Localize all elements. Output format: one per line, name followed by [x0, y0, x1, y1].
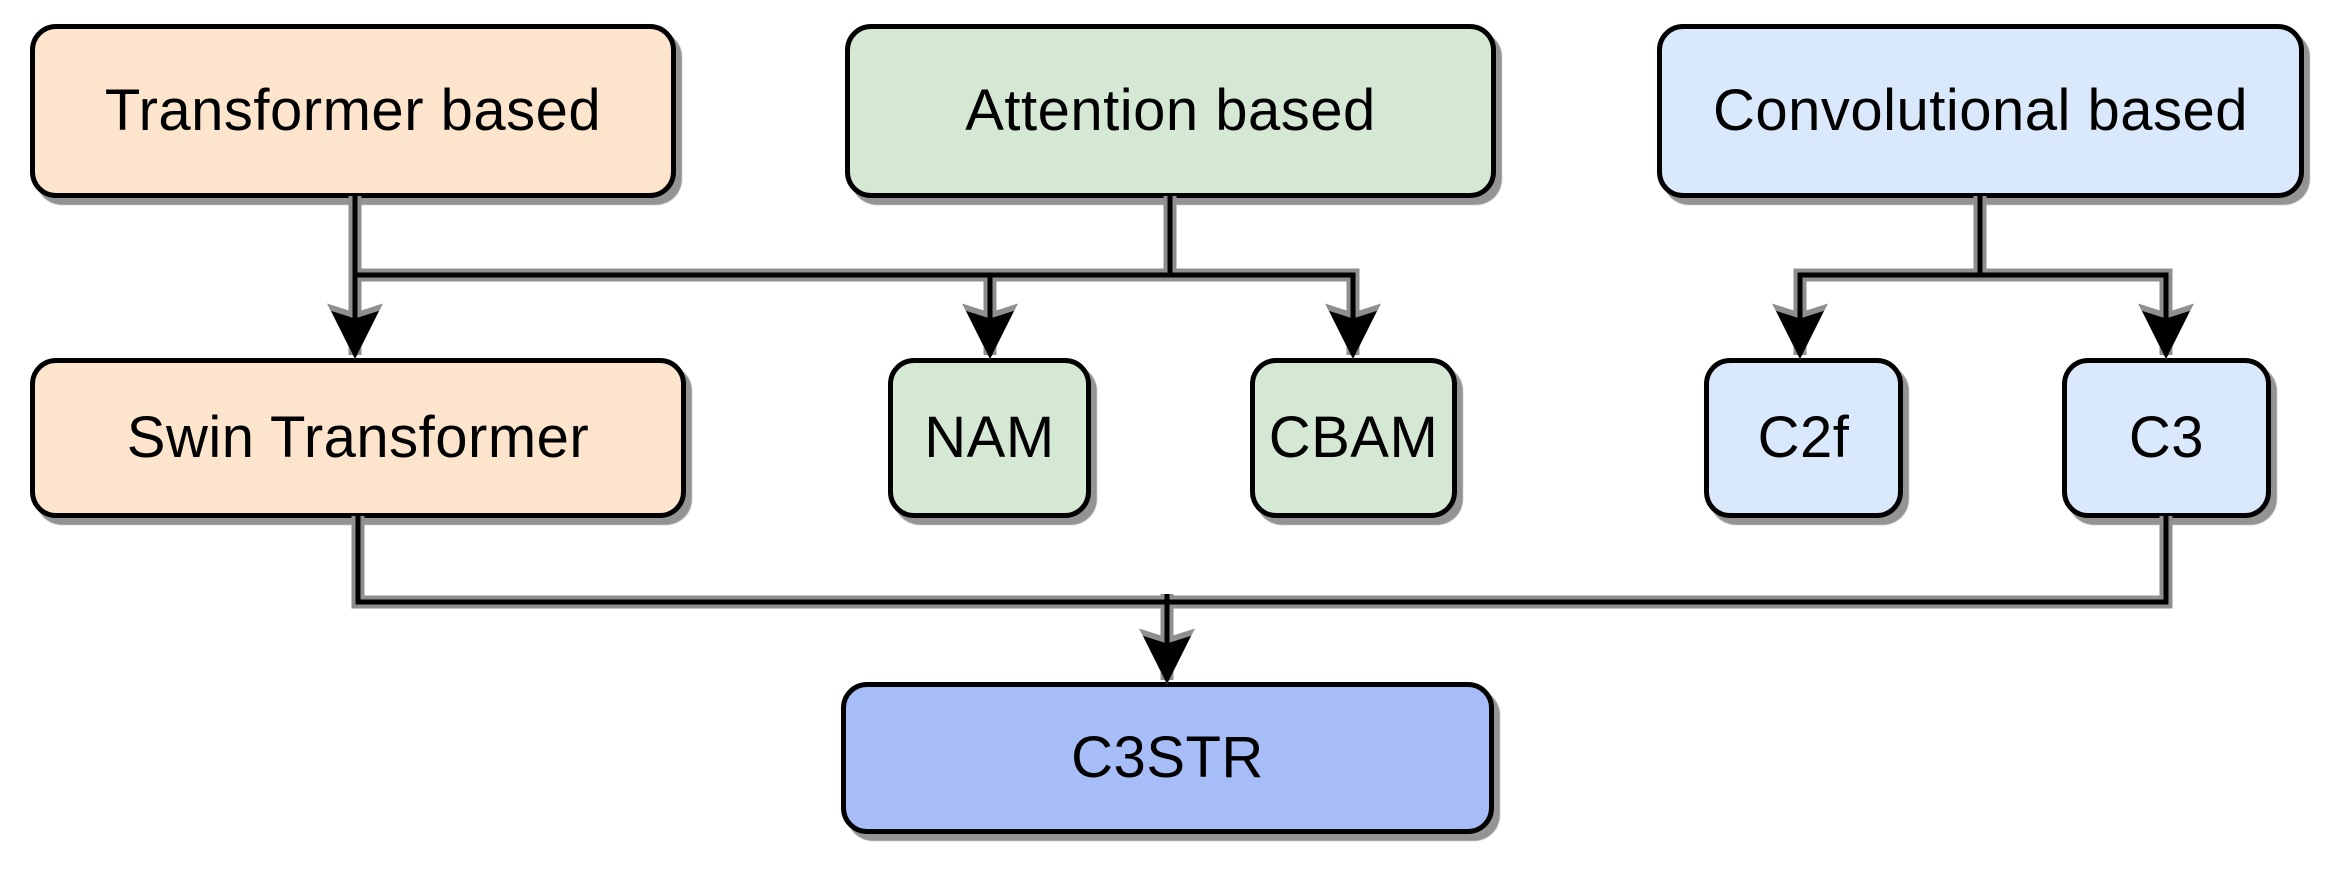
node-nam: NAM [888, 358, 1091, 518]
node-label-c3: C3 [2128, 405, 2205, 471]
edge-swin-to-rail-shadow [351, 516, 1167, 609]
edge-c3-to-rail [1167, 516, 2169, 605]
edge-conv-to-c3-shadow [1980, 268, 2194, 360]
node-label-c2f: C2f [1757, 405, 1850, 471]
node-transformer-based: Transformer based [30, 24, 676, 198]
node-c3str: C3STR [841, 682, 1494, 834]
node-cbam: CBAM [1250, 358, 1457, 518]
edge-c3-to-rail-shadow [1167, 516, 2173, 609]
node-label-transformer-based: Transformer based [104, 78, 602, 144]
edge-conv-to-c2f [1776, 272, 1980, 359]
node-c3: C3 [2062, 358, 2271, 518]
node-label-convolutional-based: Convolutional based [1712, 78, 2249, 144]
node-c2f: C2f [1704, 358, 1903, 518]
node-convolutional-based: Convolutional based [1657, 24, 2304, 198]
edge-conv-to-c2f-shadow [1772, 268, 1980, 360]
edge-attention-to-nam [966, 272, 1170, 359]
node-label-c3str: C3STR [1071, 725, 1264, 791]
edge-conv-to-c3 [1980, 272, 2190, 359]
node-label-cbam: CBAM [1268, 405, 1439, 471]
edge-attention-to-cbam-shadow [1170, 268, 1381, 360]
node-label-swin-transformer: Swin Transformer [126, 405, 590, 471]
edge-attention-to-nam-shadow [962, 268, 1170, 360]
node-attention-based: Attention based [845, 24, 1496, 198]
node-label-attention-based: Attention based [965, 78, 1376, 144]
edge-attention-to-cbam [1170, 272, 1377, 359]
node-swin-transformer: Swin Transformer [30, 358, 686, 518]
edge-swin-to-rail [355, 516, 1167, 605]
node-label-nam: NAM [924, 405, 1055, 471]
